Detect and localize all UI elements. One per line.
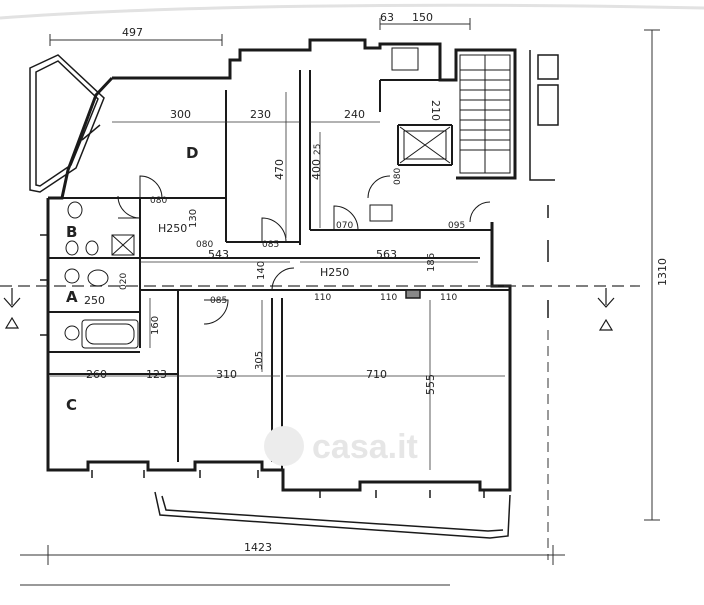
staircase <box>459 54 511 174</box>
watermark-text: casa.it <box>312 428 418 466</box>
dim-corridor-left: 543 <box>208 248 229 261</box>
dim-door-085-b: 085 <box>262 240 279 250</box>
dim-right-height: 400 <box>310 159 323 180</box>
dim-a-width: 250 <box>84 294 105 307</box>
dim-door-085-a: 085 <box>210 296 227 306</box>
windows <box>40 124 485 498</box>
dim-b-depth: 130 <box>188 209 199 228</box>
door-swings <box>117 175 491 325</box>
dim-total-height: 1310 <box>656 258 669 286</box>
dim-door-080-b: 080 <box>196 240 213 250</box>
watermark: casa.it <box>264 426 418 466</box>
dim-h250-b: H250 <box>158 222 187 235</box>
room-label-d: D <box>186 144 198 162</box>
balcony-top-left <box>29 54 105 193</box>
dim-door-095: 095 <box>448 221 465 231</box>
dim-c-gap: 123 <box>146 368 167 381</box>
exterior-walls <box>46 38 517 492</box>
dim-mid-room-w: 310 <box>216 368 237 381</box>
dim-right-small: 25 <box>313 144 323 155</box>
dim-door-070: 070 <box>336 221 353 231</box>
dim-d-width: 300 <box>170 108 191 121</box>
dim-top-width: 497 <box>122 26 143 39</box>
room-label-c: C <box>66 396 77 414</box>
scan-edge <box>0 3 704 20</box>
neighbor-fragments <box>529 50 559 318</box>
dim-top-right-b: 150 <box>412 11 433 24</box>
elevator-shaft <box>399 126 451 164</box>
bathroom-fixtures <box>64 47 419 349</box>
dim-total-width: 1423 <box>244 541 272 554</box>
interior-walls <box>48 70 510 470</box>
dim-w110-a: 110 <box>314 293 331 303</box>
section-marker-right <box>597 288 615 331</box>
dim-right-width: 240 <box>344 108 365 121</box>
dim-c-width: 260 <box>86 368 107 381</box>
dim-w110-b: 110 <box>380 293 397 303</box>
dim-door-080-a: 080 <box>150 196 167 206</box>
dim-mid-width: 230 <box>250 108 271 121</box>
room-label-a: A <box>66 288 78 306</box>
dim-big-room-h: 555 <box>424 374 437 395</box>
room-label-b: B <box>66 223 77 241</box>
dim-corridor-right: 563 <box>376 248 397 261</box>
dim-w110-c: 110 <box>440 293 457 303</box>
balcony-bottom <box>154 491 511 539</box>
dim-a-side: 020 <box>119 273 129 290</box>
dim-door-080-c: 080 <box>393 168 403 185</box>
dim-h250-corridor: H250 <box>320 266 349 279</box>
dim-top-right-a: 63 <box>380 11 394 24</box>
internal-dim-lines <box>50 92 505 470</box>
dim-bath-h: 160 <box>150 316 161 335</box>
dim-stair-depth: 210 <box>429 100 442 121</box>
dim-big-room-w: 710 <box>366 368 387 381</box>
dimension-lines <box>20 18 660 586</box>
dim-corridor-h2: 186 <box>426 253 437 272</box>
section-marker-left <box>3 288 21 329</box>
dim-mid-room-h: 305 <box>254 351 265 370</box>
dim-corridor-h: 140 <box>256 261 267 280</box>
dim-mid-height: 470 <box>273 159 286 180</box>
